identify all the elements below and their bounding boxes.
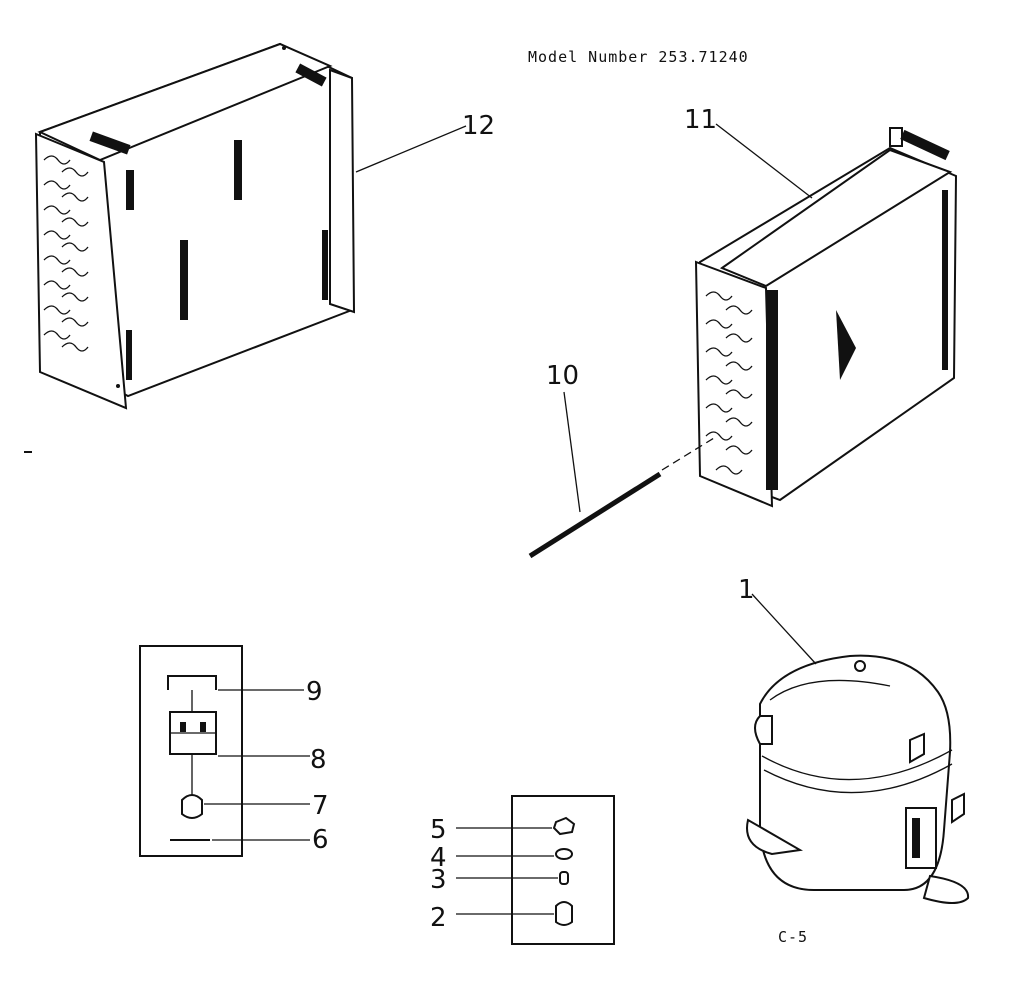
callout-6: 6 [312,825,329,855]
tube-part-10 [528,437,715,559]
page-code-label: C-5 [778,928,808,946]
callout-10: 10 [546,361,579,391]
callout-9: 9 [306,677,323,707]
relay-box-parts-6-9 [139,645,243,857]
model-number-label: Model Number 253.71240 [528,48,749,66]
callout-4: 4 [430,843,447,873]
leader-10 [563,391,581,513]
callout-3: 3 [430,865,447,895]
callout-7: 7 [312,791,329,821]
callout-5: 5 [430,815,447,845]
callout-12: 12 [462,111,495,141]
callout-8: 8 [310,745,327,775]
leader-12 [355,125,467,173]
callout-1: 1 [738,575,755,605]
leader-11 [715,123,813,199]
leader-1 [751,593,817,665]
condenser-part-12 [34,42,356,410]
callout-2: 2 [430,903,447,933]
callout-11: 11 [684,105,717,135]
mounting-hardware-parts-2-5 [511,795,615,945]
compressor-part-1 [746,654,970,904]
evaporator-part-11 [694,127,958,508]
